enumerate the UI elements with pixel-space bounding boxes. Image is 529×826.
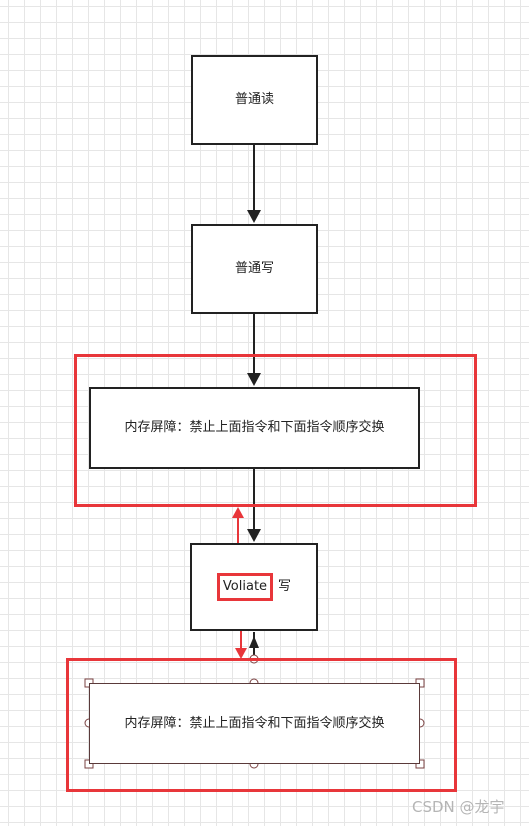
node-volatile-write[interactable]: Voliate 写 (190, 543, 318, 631)
node-normal-read[interactable]: 普通读 (191, 55, 318, 145)
highlight-box-bottom-barrier (66, 658, 457, 792)
red-arrowhead-down (235, 648, 247, 659)
node-memory-barrier-bottom-label: 内存屏障：禁止上面指令和下面指令顺序交换 (124, 715, 385, 731)
node-memory-barrier-top-label: 内存屏障：禁止上面指令和下面指令顺序交换 (124, 420, 385, 435)
arrowhead-write-to-barrier (247, 373, 261, 386)
watermark: CSDN @龙宇 (412, 798, 505, 816)
node-memory-barrier-bottom[interactable]: 内存屏障：禁止上面指令和下面指令顺序交换 (89, 683, 420, 764)
arrowhead-read-to-write (247, 210, 261, 223)
node-normal-read-label: 普通读 (234, 92, 274, 107)
node-memory-barrier-top[interactable]: 内存屏障：禁止上面指令和下面指令顺序交换 (89, 387, 420, 469)
node-normal-write[interactable]: 普通写 (191, 224, 318, 314)
node-volatile-write-content: Voliate 写 (216, 573, 292, 601)
volatile-suffix-label: 写 (278, 579, 292, 594)
highlight-box-top-barrier (74, 354, 477, 507)
red-arrowhead-up (232, 507, 244, 518)
volatile-word-highlight: Voliate (216, 573, 274, 601)
arrowhead-barrier-to-volatile (247, 529, 261, 542)
node-normal-write-label: 普通写 (234, 261, 274, 276)
arrowhead-volatile-to-barrier-up (249, 636, 259, 648)
